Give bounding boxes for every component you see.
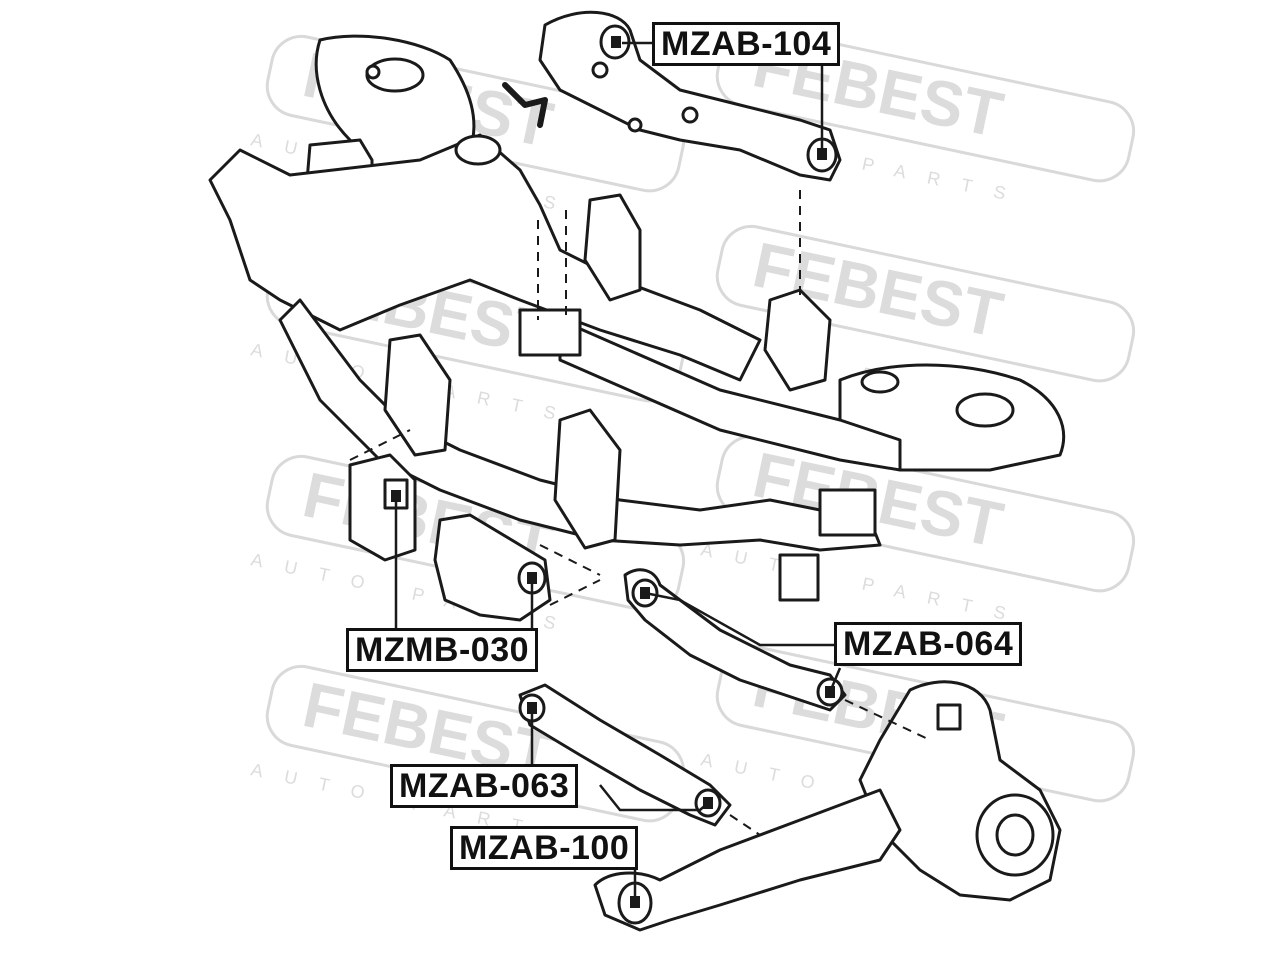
leader-line-mzab-064 bbox=[644, 591, 840, 647]
lateral-link bbox=[518, 683, 732, 827]
subframe-rear-crossmember bbox=[558, 318, 902, 472]
bushing-marker bbox=[527, 702, 537, 714]
bushing-marker bbox=[825, 686, 835, 698]
part-label-mzab-100[interactable]: MZAB-100 bbox=[450, 826, 639, 870]
upper-arm-hole bbox=[591, 61, 609, 79]
bushing-marker bbox=[611, 36, 621, 48]
part-label-mzab-104[interactable]: MZAB-104 bbox=[652, 22, 841, 66]
bushing-marker bbox=[391, 490, 401, 502]
left-mount-bolt bbox=[365, 64, 381, 80]
trailing-arm bbox=[593, 788, 902, 932]
lower-link-arm bbox=[623, 568, 847, 712]
part-label-mzab-064[interactable]: MZAB-064 bbox=[834, 622, 1023, 666]
diff-mount-right bbox=[433, 513, 552, 622]
upper-arm-hole bbox=[681, 106, 699, 124]
right-tower-hole bbox=[860, 370, 900, 394]
assembly-line bbox=[549, 579, 601, 606]
bushing-marker bbox=[817, 148, 827, 160]
bushing-marker bbox=[630, 896, 640, 908]
part-label-mzab-063[interactable]: MZAB-063 bbox=[390, 764, 579, 808]
rear-rail-end bbox=[818, 488, 877, 537]
assembly-line bbox=[349, 429, 411, 461]
subframe-hole bbox=[454, 134, 502, 166]
lower-bracket-mid bbox=[553, 408, 622, 550]
knuckle-upper-bushing bbox=[936, 703, 962, 731]
lower-bracket-left bbox=[383, 333, 452, 457]
part-label-mzmb-030[interactable]: MZMB-030 bbox=[346, 628, 539, 672]
bushing-marker bbox=[703, 797, 713, 809]
upper-arm-bracket-right bbox=[763, 288, 832, 392]
fuel-pipe bbox=[502, 82, 548, 128]
upper-arm-hole bbox=[627, 117, 643, 133]
assembly-line bbox=[729, 814, 761, 836]
upper-arm-bracket-left bbox=[583, 193, 642, 302]
bushing-marker bbox=[640, 587, 650, 599]
center-block bbox=[518, 308, 582, 357]
assembly-line bbox=[539, 544, 601, 576]
right-lower-mount bbox=[778, 553, 820, 602]
bushing-marker bbox=[527, 572, 537, 584]
right-mount-boss bbox=[955, 392, 1015, 428]
hub-center bbox=[995, 813, 1035, 857]
